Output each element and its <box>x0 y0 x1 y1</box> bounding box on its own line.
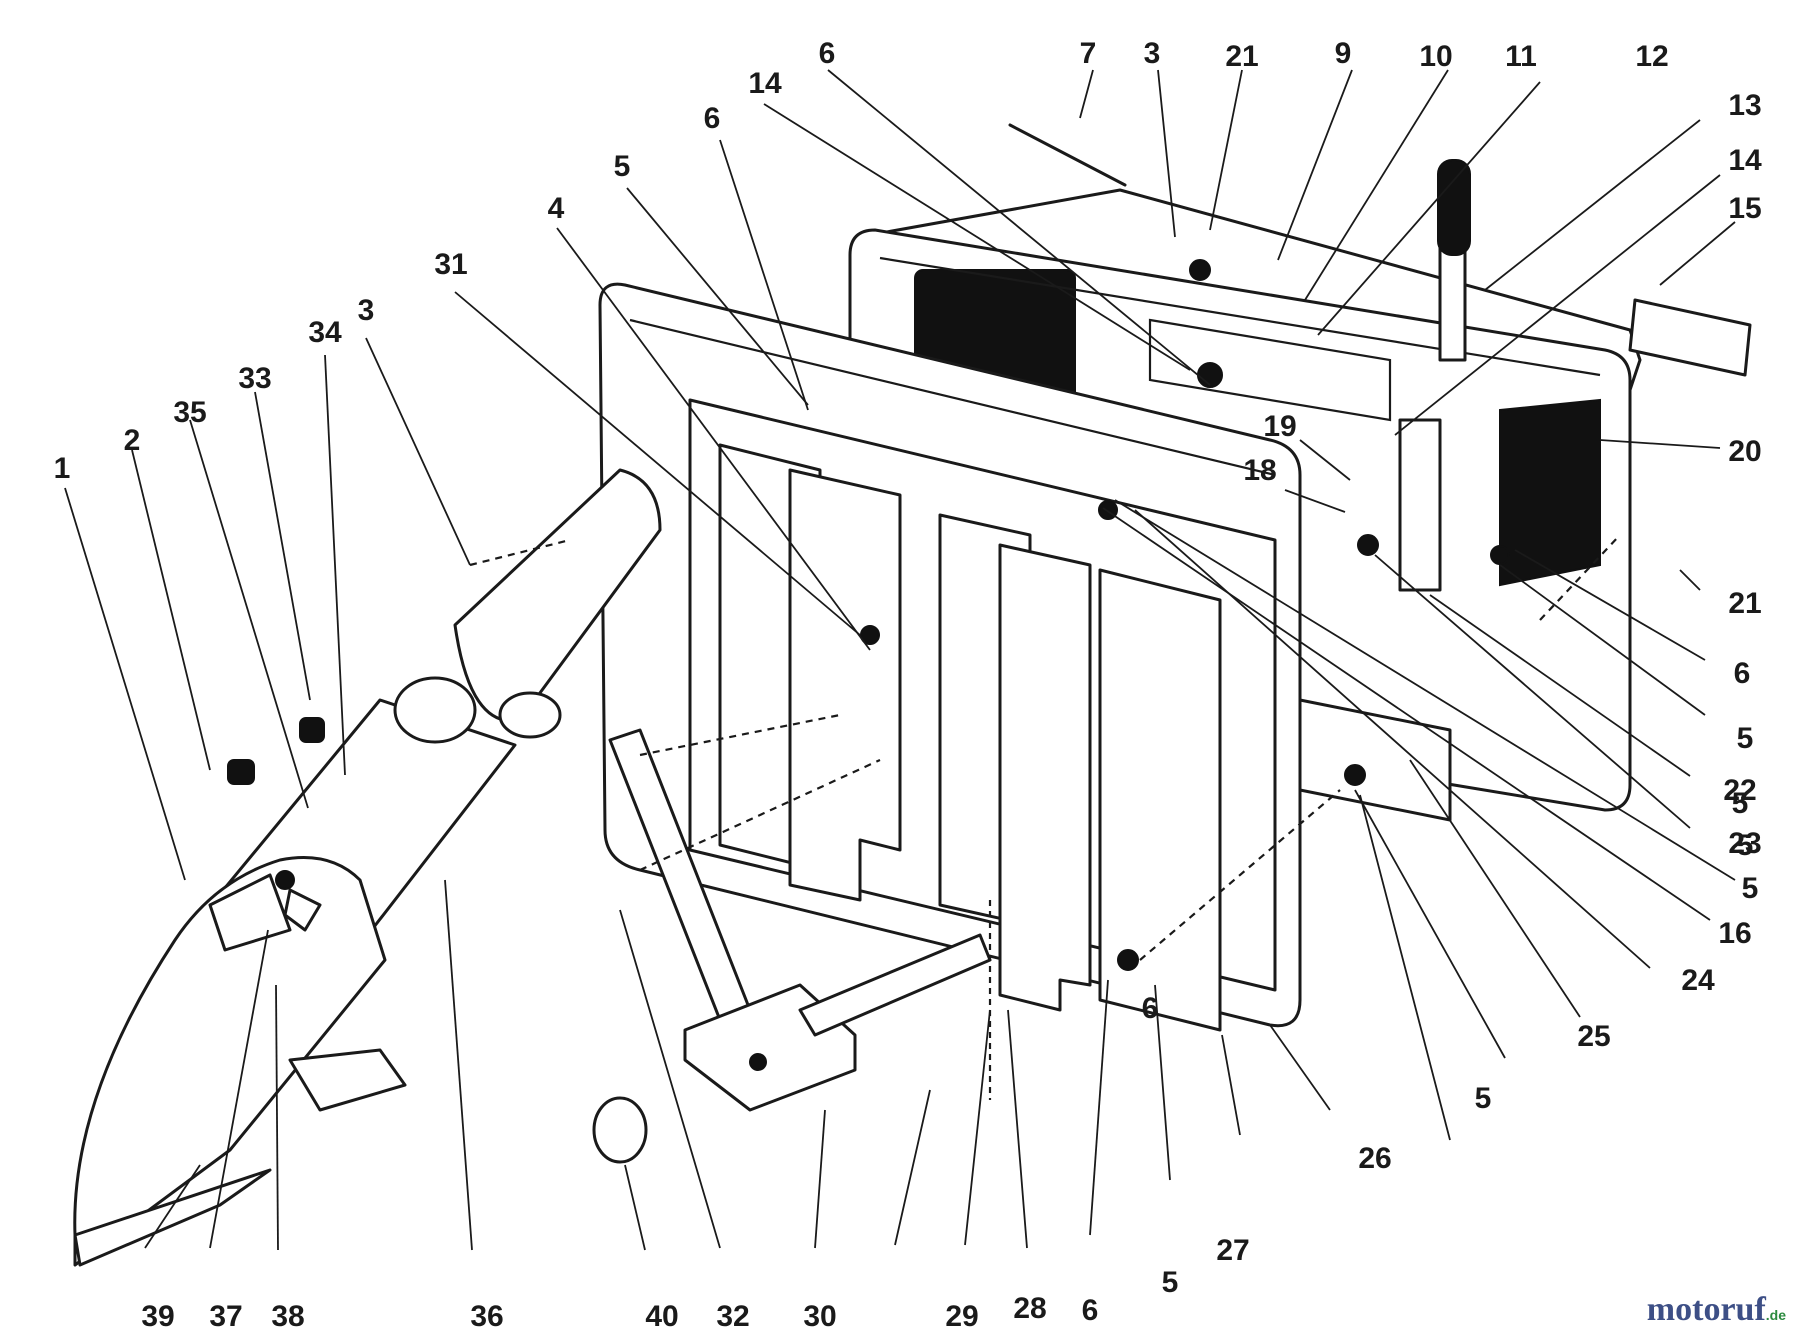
callout-5d: 5 <box>1475 1082 1492 1115</box>
watermark-main: motoruf <box>1646 1291 1766 1328</box>
main-frame <box>598 282 1452 1032</box>
watermark-suffix: .de <box>1765 1307 1786 1323</box>
callout-5: 5 <box>614 150 631 183</box>
callout-6: 6 <box>819 37 836 70</box>
callout-5e: 5 <box>1162 1266 1179 1299</box>
callout-21b: 21 <box>1728 587 1761 620</box>
callout-18: 18 <box>1243 454 1276 487</box>
callout-11: 11 <box>1505 40 1537 73</box>
callout-5c: 5 <box>1742 872 1759 905</box>
callout-38: 38 <box>271 1300 304 1333</box>
callout-29: 29 <box>945 1300 978 1333</box>
callout-6c: 6 <box>1734 657 1751 690</box>
lower-brackets <box>608 728 992 1112</box>
motoruf-watermark: motoruf.de <box>1647 1291 1786 1329</box>
top-rod <box>1008 123 1127 187</box>
callout-4: 4 <box>548 192 565 225</box>
callout-35: 35 <box>173 396 206 429</box>
callout-12: 12 <box>1635 40 1668 73</box>
callout-3b: 3 <box>1144 37 1161 70</box>
callout-20: 20 <box>1728 435 1761 468</box>
chute-assembly <box>73 468 662 1267</box>
callout-25: 25 <box>1577 1020 1610 1053</box>
callout-14: 14 <box>748 67 782 100</box>
callout-5f: 5 <box>1732 787 1749 820</box>
callout-9: 9 <box>1335 37 1352 70</box>
callout-37: 37 <box>209 1300 242 1333</box>
callout-23: 23 <box>1728 827 1761 860</box>
callout-26: 26 <box>1358 1142 1391 1175</box>
leader-lines <box>64 69 1736 1251</box>
callout-5g: 5 <box>1737 829 1754 862</box>
decal <box>1628 298 1752 377</box>
callout-15: 15 <box>1728 192 1761 225</box>
handle <box>1398 159 1471 592</box>
callout-7: 7 <box>1080 37 1097 70</box>
callout-6d: 6 <box>1082 1294 1099 1327</box>
callout-19: 19 <box>1263 410 1296 443</box>
callout-27: 27 <box>1216 1234 1249 1267</box>
callout-30: 30 <box>803 1300 836 1333</box>
callout-21: 21 <box>1225 40 1258 73</box>
callout-31: 31 <box>434 248 467 281</box>
callout-28: 28 <box>1013 1292 1046 1325</box>
callout-34: 34 <box>308 316 342 349</box>
callout-6e: 6 <box>1142 992 1159 1025</box>
callout-24: 24 <box>1681 964 1715 997</box>
callout-16: 16 <box>1718 917 1751 950</box>
callout-labels: 1 2 3 3 4 5 5 5 5 5 5 5 6 6 6 6 6 7 9 10… <box>54 37 1762 1333</box>
callout-3: 3 <box>358 294 375 327</box>
callout-2: 2 <box>124 424 141 457</box>
callout-6b: 6 <box>704 102 721 135</box>
callout-10: 10 <box>1419 40 1452 73</box>
callout-5b: 5 <box>1737 722 1754 755</box>
callout-39: 39 <box>141 1300 174 1333</box>
callout-32: 32 <box>716 1300 749 1333</box>
callout-1: 1 <box>54 452 71 485</box>
callout-14b: 14 <box>1728 144 1762 177</box>
callout-33: 33 <box>238 362 271 395</box>
callout-13: 13 <box>1728 89 1761 122</box>
callout-36: 36 <box>470 1300 503 1333</box>
callout-40: 40 <box>645 1300 678 1333</box>
callout-22: 22 <box>1723 774 1756 807</box>
